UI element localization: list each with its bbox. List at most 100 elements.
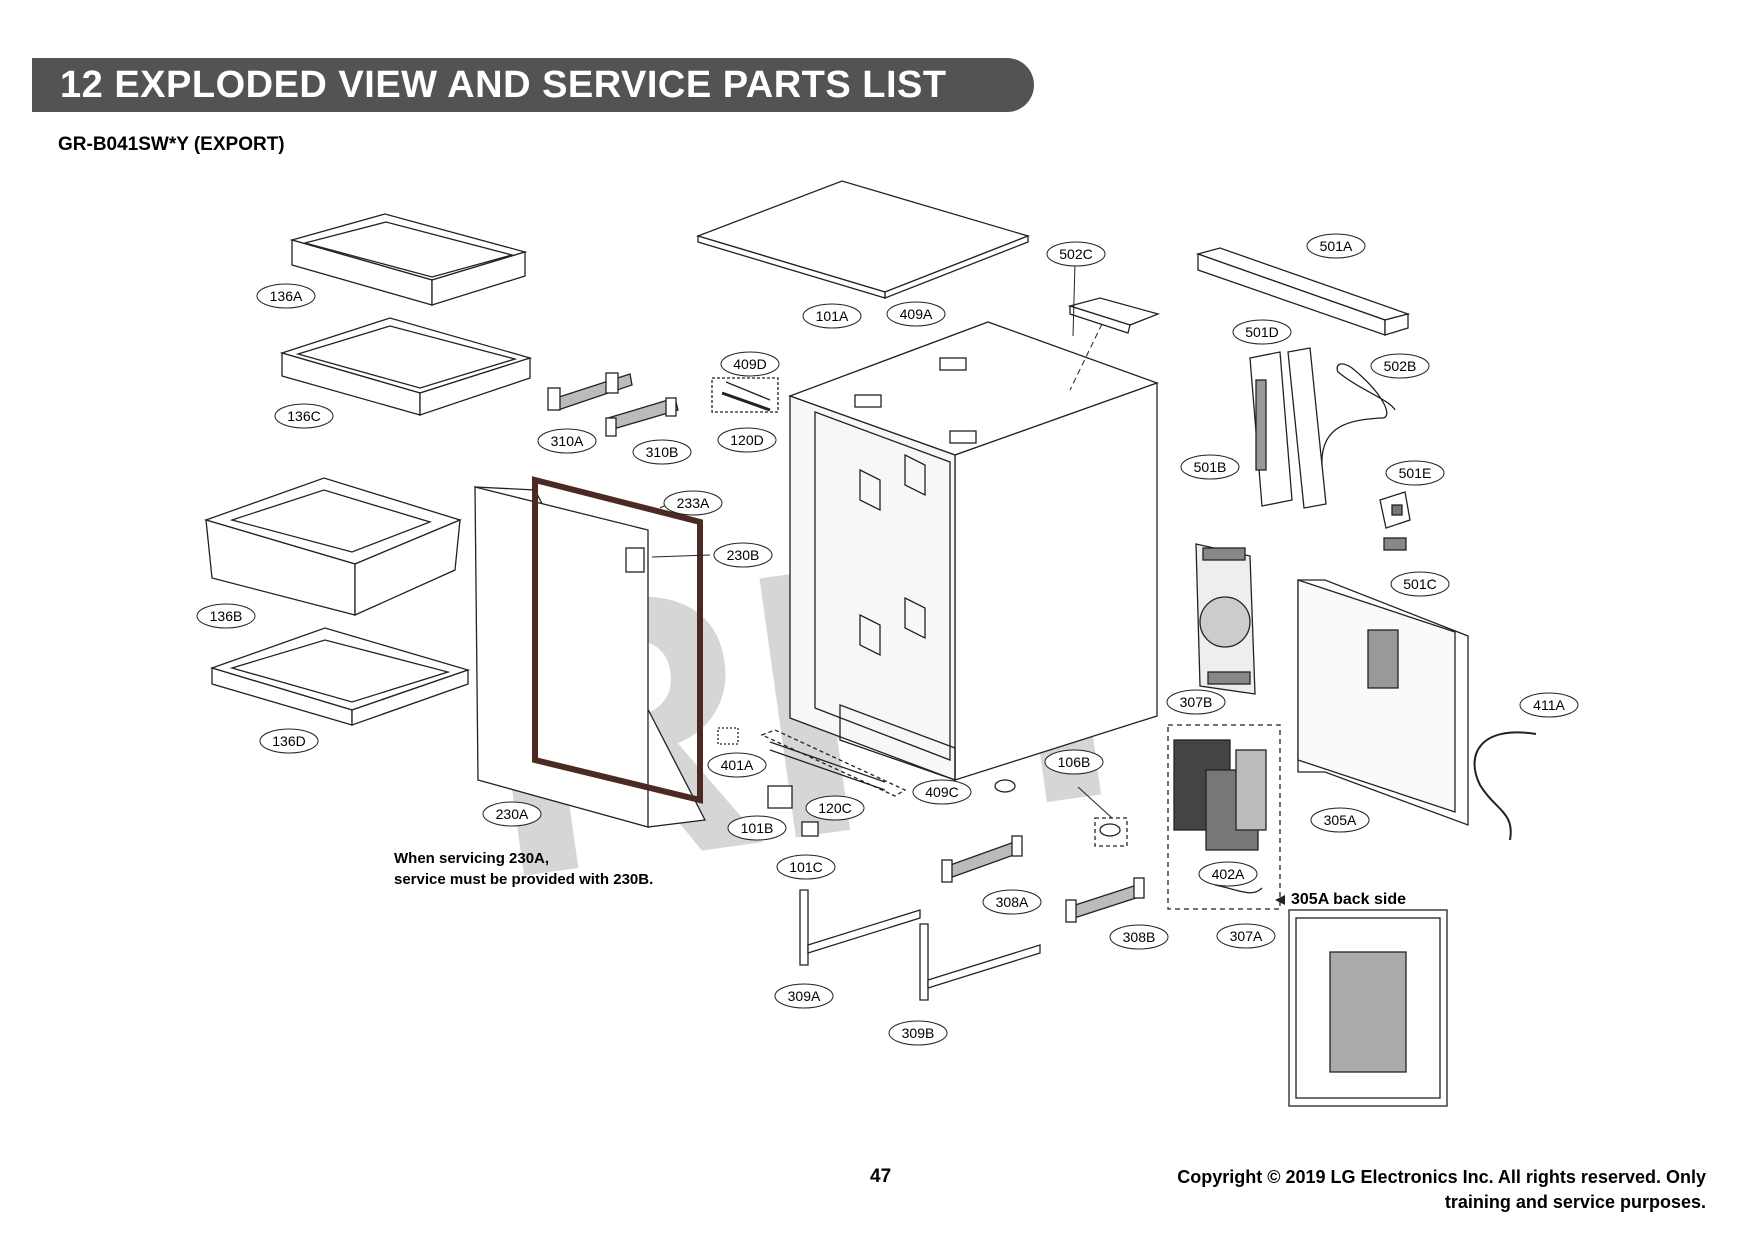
callout-101A: 101A [802, 303, 862, 329]
callout-label: 230A [496, 806, 529, 822]
page-number: 47 [870, 1166, 892, 1187]
callout-label: 309B [902, 1025, 935, 1041]
callout-label: 501E [1399, 465, 1432, 481]
part-309B-bracket [919, 923, 1041, 1001]
copyright-line2: training and service purposes. [1444, 1192, 1706, 1212]
callout-230B: 230B [713, 542, 773, 568]
callout-308A: 308A [982, 889, 1042, 915]
callout-501E: 501E [1385, 460, 1445, 486]
callout-label: 101C [789, 859, 822, 875]
callout-402A: 402A [1198, 861, 1258, 887]
callout-501C: 501C [1390, 571, 1450, 597]
callout-label: 136A [270, 288, 303, 304]
callout-label: 310B [646, 444, 679, 460]
part-136A-drawer [289, 213, 528, 306]
service-note-line1: When servicing 230A, [394, 850, 550, 867]
callout-label: 136C [287, 408, 320, 424]
part-502B-wire [1321, 363, 1396, 466]
callout-120C: 120C [805, 795, 865, 821]
callout-307A: 307A [1216, 923, 1276, 949]
callout-409D: 409D [720, 351, 780, 377]
part-307B-fan-panel [1195, 543, 1256, 695]
callout-307B: 307B [1166, 689, 1226, 715]
callout-label: 307B [1180, 694, 1213, 710]
part-310A-rail [547, 372, 633, 411]
callout-label: 101B [741, 820, 774, 836]
part-401A-switch [717, 727, 739, 745]
callout-409C: 409C [912, 779, 972, 805]
callout-310A: 310A [537, 428, 597, 454]
back-side-view [1288, 909, 1448, 1107]
part-501E-bracket [1379, 491, 1411, 529]
callout-label: 120C [818, 800, 851, 816]
callout-136D: 136D [259, 728, 319, 754]
copyright-line1: Copyright © 2019 LG Electronics Inc. All… [1177, 1167, 1706, 1187]
part-106B-foot [994, 779, 1016, 793]
part-305A-back-panel [1297, 579, 1469, 826]
callout-233A: 233A [663, 490, 723, 516]
callout-label: 502C [1059, 246, 1092, 262]
part-136B-bin [203, 477, 462, 617]
part-310B-rail [605, 397, 679, 437]
callout-501B: 501B [1180, 454, 1240, 480]
part-411A-power-cord [1473, 731, 1537, 841]
callout-label: 136B [210, 608, 243, 624]
callout-309A: 309A [774, 983, 834, 1009]
section-banner: 12 EXPLODED VIEW AND SERVICE PARTS LIST [32, 58, 1034, 112]
callout-136B: 136B [196, 603, 256, 629]
callout-label: 409A [900, 306, 933, 322]
callout-310B: 310B [632, 439, 692, 465]
callout-label: 411A [1533, 697, 1565, 713]
copyright: Copyright © 2019 LG Electronics Inc. All… [1006, 1165, 1706, 1215]
callout-label: 309A [788, 988, 821, 1004]
callout-label: 501A [1320, 238, 1353, 254]
page-title: 12 EXPLODED VIEW AND SERVICE PARTS LIST [60, 64, 947, 106]
part-309A-bracket [799, 889, 921, 966]
part-101B-hinge [767, 785, 793, 809]
callout-label: 233A [677, 495, 710, 511]
callout-label: 501B [1194, 459, 1227, 475]
part-101A-top-panel [695, 180, 1031, 299]
part-501C-board [1383, 537, 1407, 551]
callout-label: 310A [551, 433, 584, 449]
callout-label: 101A [816, 308, 849, 324]
part-308A-rail [941, 835, 1023, 883]
callout-136A: 136A [256, 283, 316, 309]
part-409D-120D-strip [711, 377, 779, 413]
callout-501A: 501A [1306, 233, 1366, 259]
part-233A-gasket [532, 476, 703, 804]
part-101C-clip [801, 821, 819, 837]
service-note-line2: service must be provided with 230B. [394, 871, 654, 888]
part-120C-409C-strip [760, 729, 907, 797]
callout-label: 308A [996, 894, 1029, 910]
callout-309B: 309B [888, 1020, 948, 1046]
callout-label: 402A [1212, 866, 1245, 882]
callout-409A: 409A [886, 301, 946, 327]
callout-label: 501C [1403, 576, 1436, 592]
part-501A-duct [1195, 247, 1411, 336]
callout-120D: 120D [717, 427, 777, 453]
callout-label: 307A [1230, 928, 1263, 944]
part-402A-cooling-module [1167, 724, 1281, 910]
callout-label: 305A [1324, 812, 1357, 828]
callout-502C: 502C [1046, 241, 1106, 267]
callout-label: 409C [925, 784, 958, 800]
callout-106B: 106B [1044, 749, 1104, 775]
part-136C-shelf [279, 317, 533, 416]
callout-136C: 136C [274, 403, 334, 429]
callout-101C: 101C [776, 854, 836, 880]
part-308B-rail [1065, 877, 1145, 923]
model-number: GR-B041SW*Y (EXPORT) [58, 134, 285, 155]
callout-411A: 411A [1519, 692, 1579, 718]
part-106B-foot-2 [1099, 823, 1121, 837]
back-side-label: 305A back side [1291, 891, 1407, 908]
part-501D-control-box [1249, 347, 1327, 509]
callout-label: 502B [1384, 358, 1417, 374]
callout-label: 136D [272, 733, 305, 749]
callout-305A: 305A [1310, 807, 1370, 833]
callout-label: 308B [1123, 929, 1156, 945]
callout-101B: 101B [727, 815, 787, 841]
callout-label: 401A [721, 757, 754, 773]
callout-401A: 401A [707, 752, 767, 778]
